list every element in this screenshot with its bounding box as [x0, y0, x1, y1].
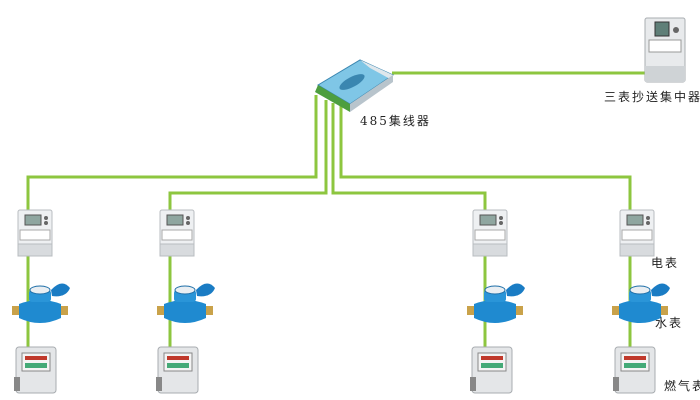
meter-column-2: [155, 209, 216, 394]
wire-branch-2: [168, 100, 328, 385]
meter-column-3: [466, 209, 526, 394]
hub-label: 485集线器: [360, 114, 431, 128]
gas-meter-label: 燃气表: [664, 379, 700, 393]
electric-meter-label: 电表: [651, 256, 680, 270]
wire-branch-4: [339, 105, 632, 385]
concentrator-label: 三表抄送集中器: [604, 90, 700, 104]
concentrator-device: [644, 17, 686, 83]
meter-column-4: [611, 209, 671, 394]
hub-device: [315, 59, 395, 112]
meter-column-1: [11, 209, 71, 394]
wires: [26, 71, 645, 385]
water-meter-label: 水表: [655, 316, 684, 330]
wire-branch-1: [26, 95, 318, 385]
wire-branch-3: [331, 103, 487, 385]
